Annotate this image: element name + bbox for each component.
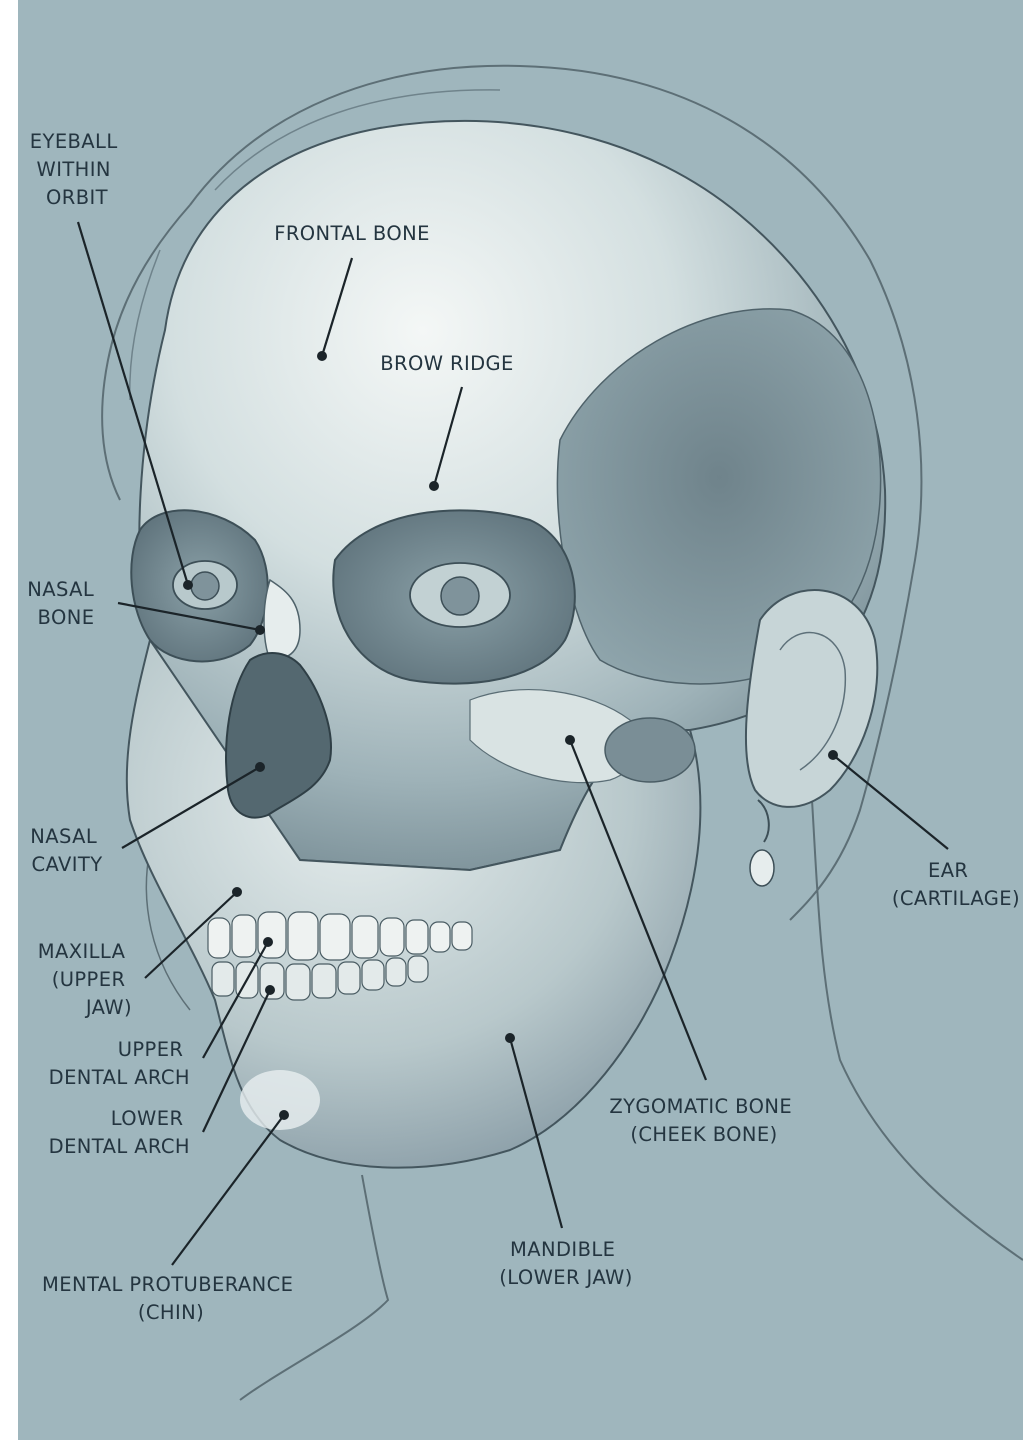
label-brow-ridge: BROW RIDGE	[380, 352, 514, 375]
zygomatic-arch-hole	[605, 718, 695, 782]
label-frontal-bone: FRONTAL BONE	[274, 222, 430, 245]
